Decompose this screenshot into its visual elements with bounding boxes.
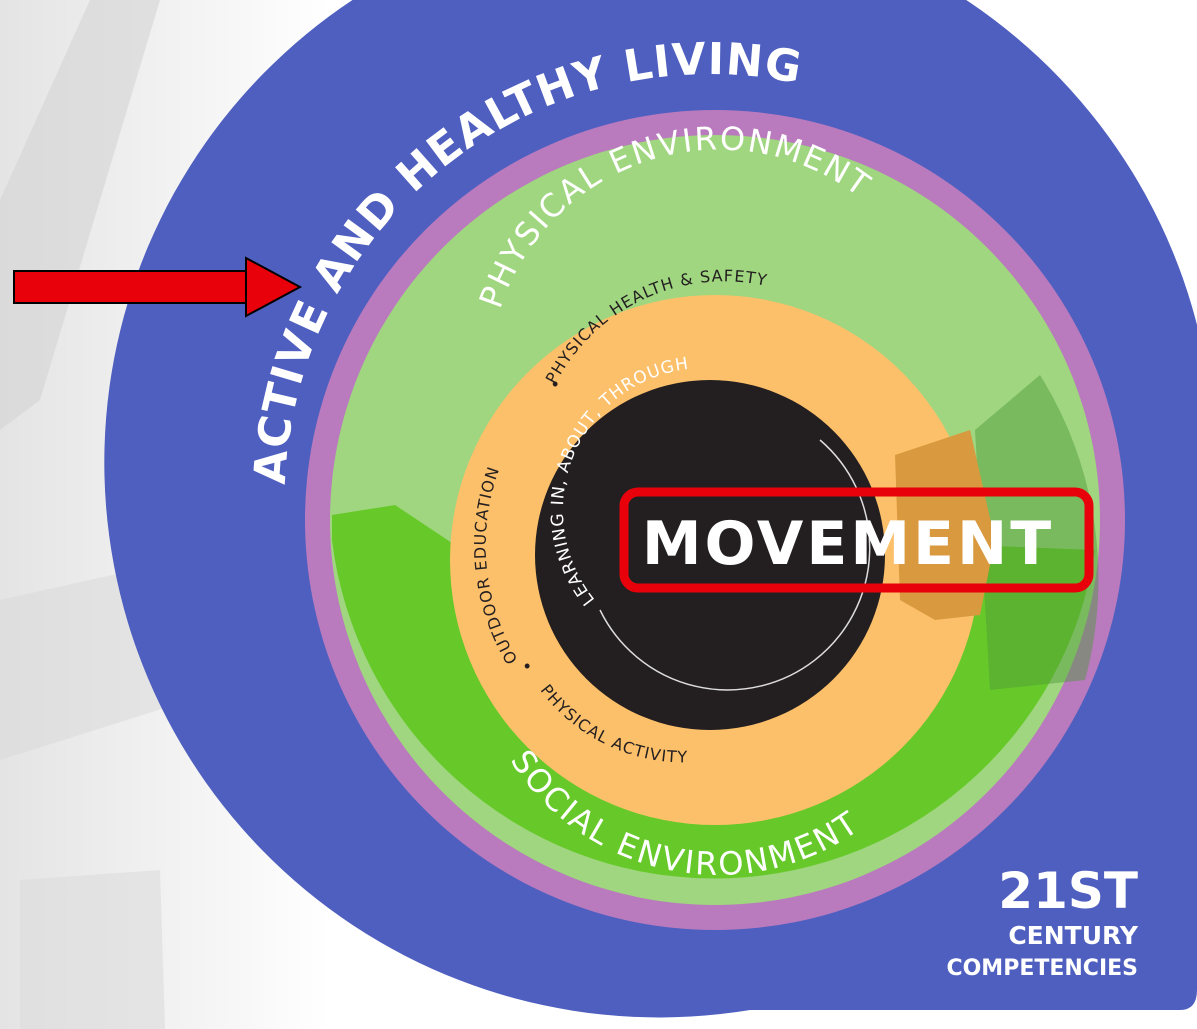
right-arrow-icon <box>13 256 303 318</box>
competency-label: COMPETENCIES <box>946 956 1138 981</box>
background-photo-shape <box>20 870 165 1029</box>
background-photo-shape <box>0 0 160 430</box>
green-arrow-segment <box>975 375 1099 690</box>
competency-century: CENTURY <box>1008 921 1139 950</box>
bullet-separator: • <box>524 656 530 676</box>
learning-arc-line <box>599 439 871 691</box>
bullet-separator: • <box>552 374 558 394</box>
orange-arrow-segment <box>895 430 995 620</box>
movement-label: MOVEMENT <box>642 509 1054 579</box>
highlight-rectangle <box>619 487 1094 593</box>
competency-number: 21ST <box>998 862 1138 920</box>
